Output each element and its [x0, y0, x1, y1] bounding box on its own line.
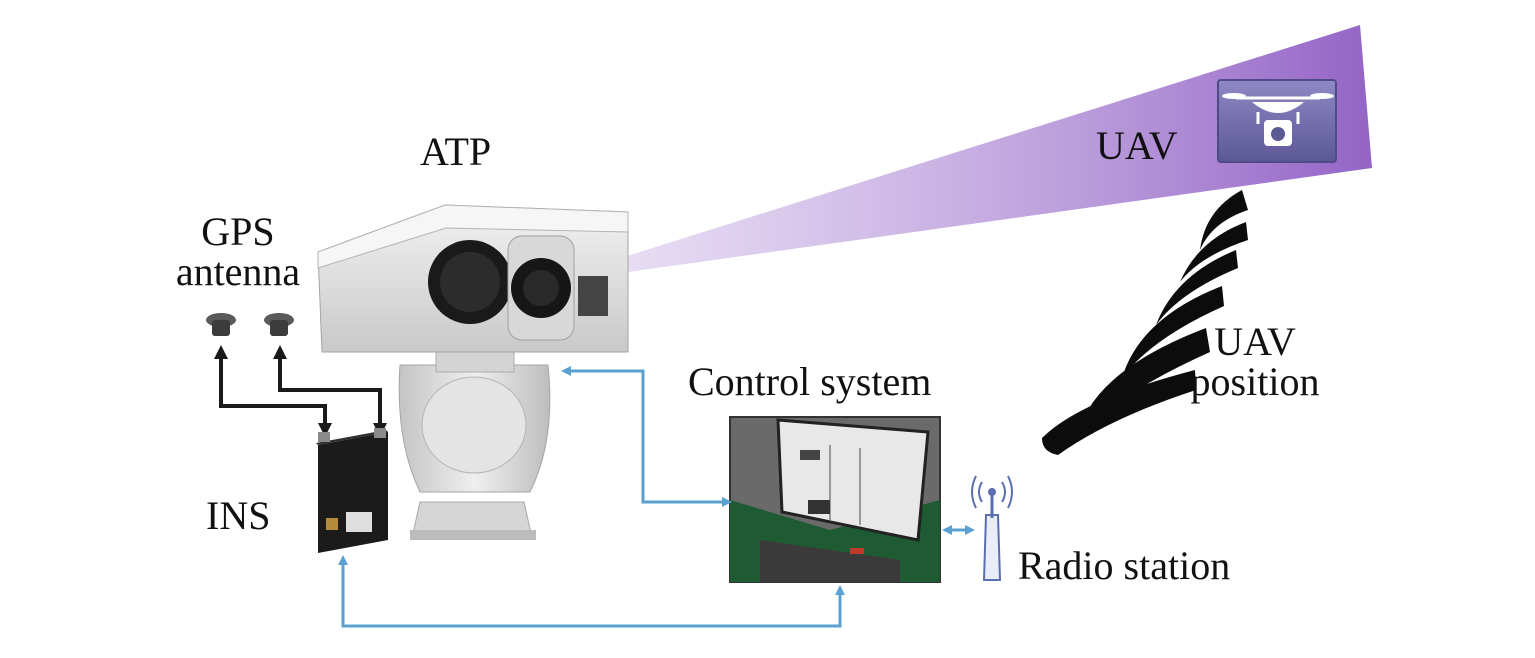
data-link-arrows: [338, 366, 975, 628]
gps-antenna-icon: [206, 313, 294, 336]
control-system-label: Control system: [688, 359, 932, 404]
chevron-trail-icon: [1042, 190, 1248, 455]
radio-station-label: Radio station: [1018, 543, 1231, 588]
uav-position-line1: UAV: [1214, 319, 1296, 364]
gps-label-line1: GPS: [201, 209, 275, 254]
ins-unit-icon: [316, 428, 388, 553]
drone-icon: [1217, 79, 1337, 163]
tracking-beam: [535, 25, 1372, 285]
uav-label: UAV: [1096, 123, 1178, 168]
ins-label: INS: [206, 493, 271, 538]
gps-antenna-label: GPS antenna: [158, 212, 318, 292]
uav-position-line2: position: [1190, 359, 1320, 404]
pan-tilt-camera-icon: [317, 204, 629, 540]
gps-label-line2: antenna: [175, 249, 301, 294]
gps-cable-arrows: [214, 345, 387, 437]
atp-label: ATP: [420, 129, 492, 174]
uav-position-label: UAV position: [1170, 322, 1340, 402]
radio-tower-icon: [971, 475, 1013, 581]
control-console-icon: [729, 416, 941, 583]
